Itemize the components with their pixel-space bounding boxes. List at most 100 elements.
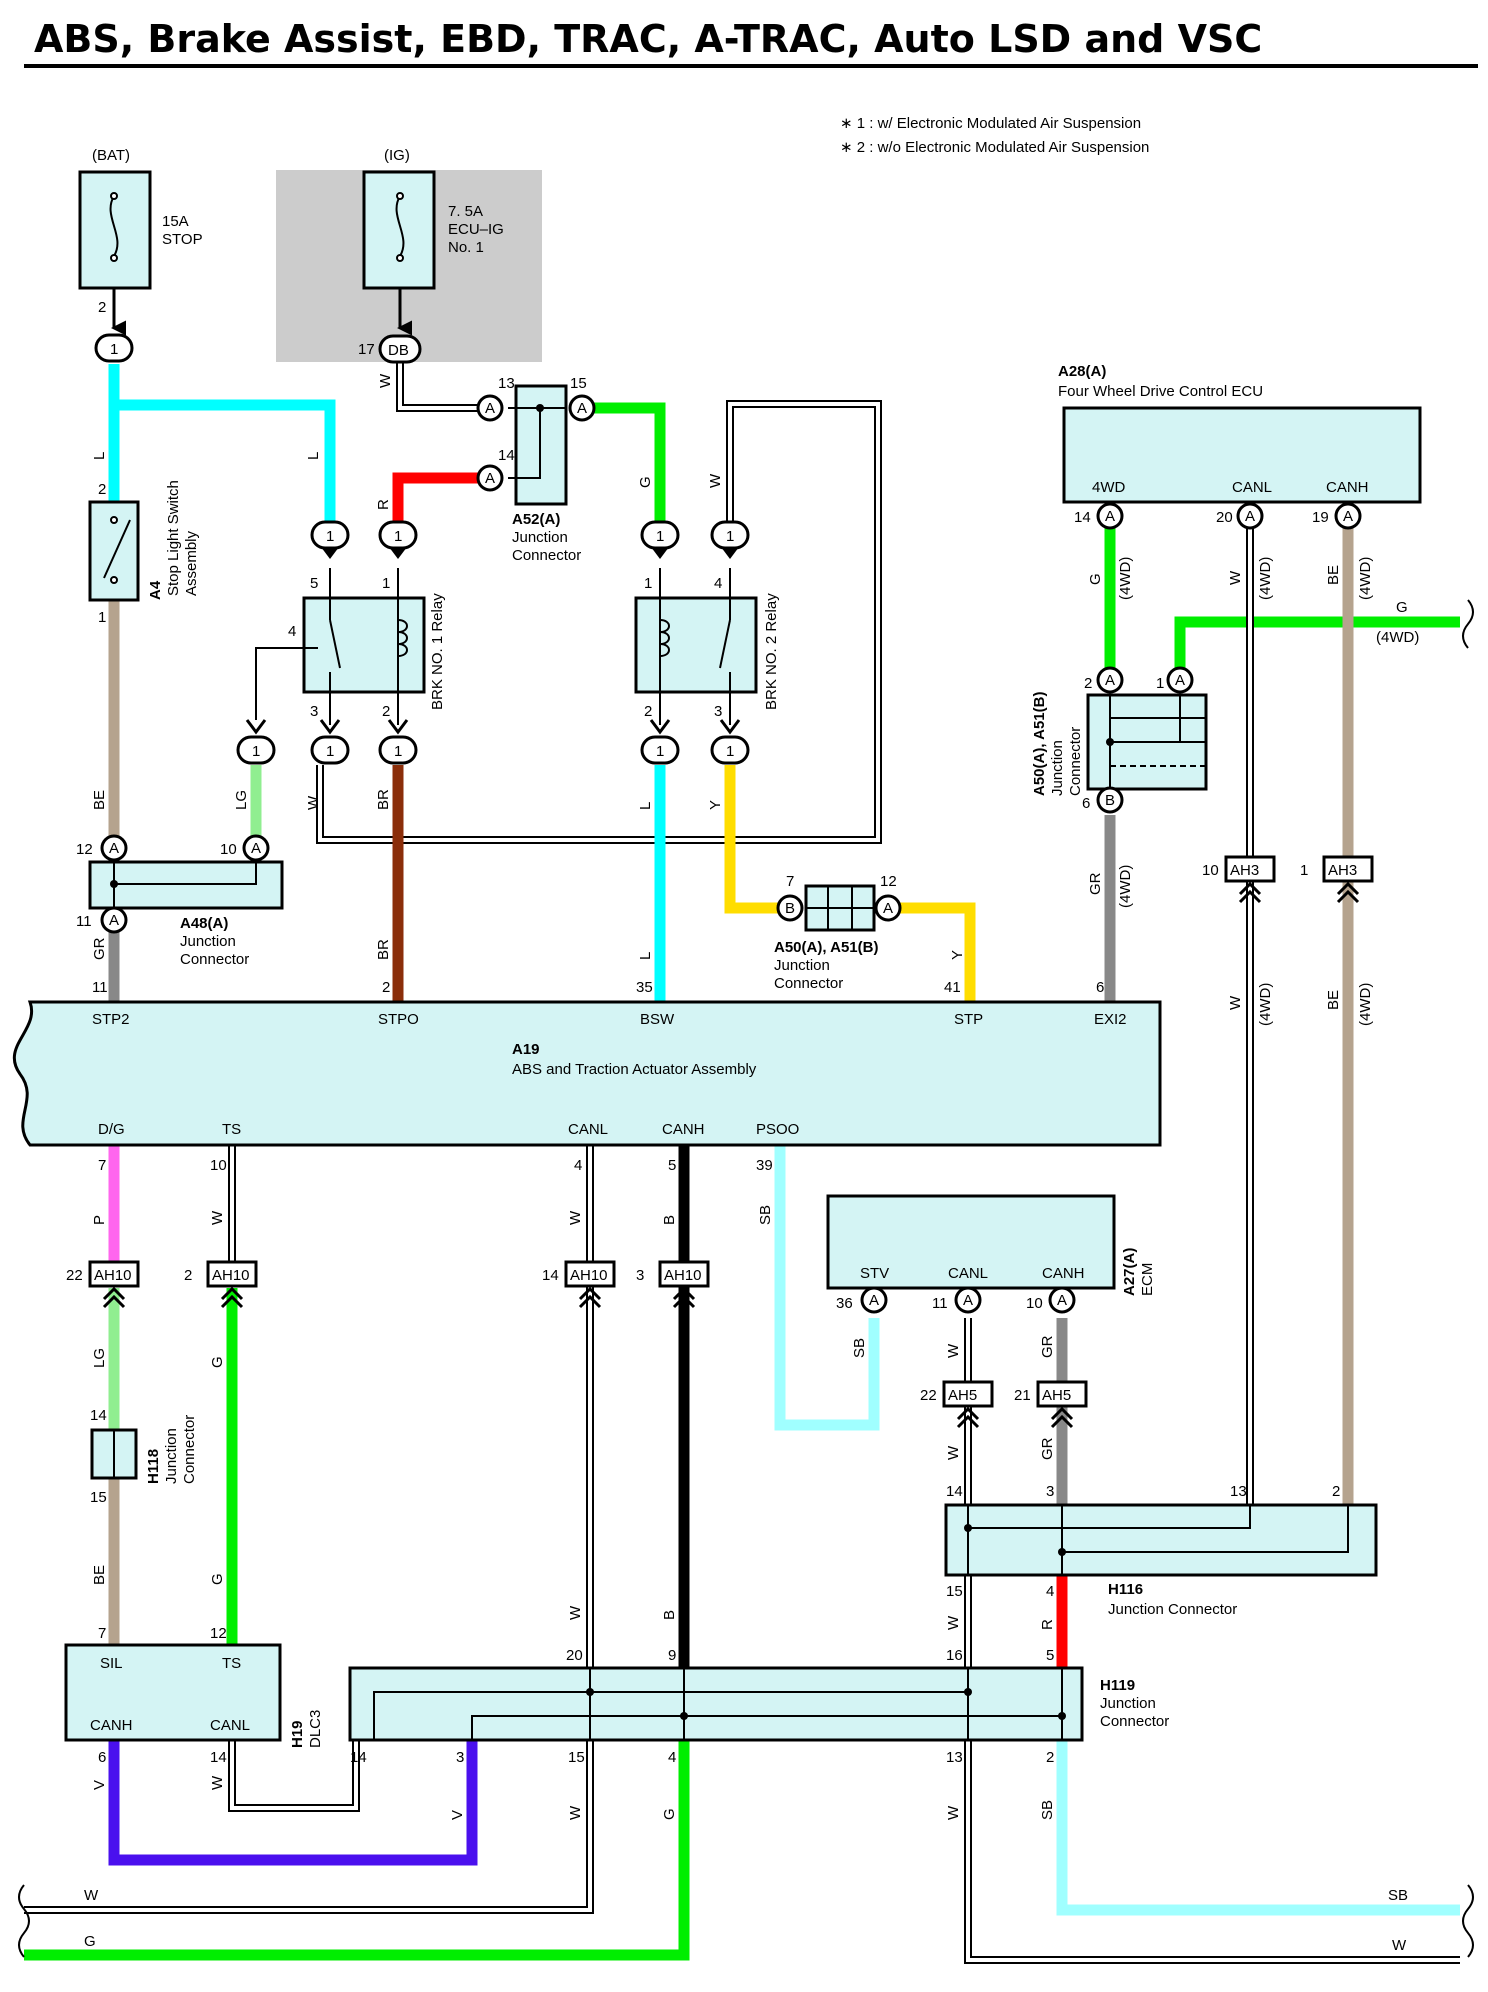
- wire-label-g: G: [1396, 599, 1408, 616]
- connector-label: AH5: [948, 1387, 977, 1404]
- wire-label-l: L: [91, 452, 108, 460]
- dlc3-num-12: 12: [210, 1625, 227, 1642]
- a52-code: A52(A): [512, 511, 560, 528]
- oval-connector-label: 1: [326, 743, 334, 760]
- a50-a51-junction-right: 2 1 6 A50(A), A51(B) Junction Connector: [1031, 675, 1208, 812]
- wire-label-w: W: [945, 1343, 962, 1358]
- wire-label-g: G: [637, 476, 654, 488]
- wire-l-bat: [108, 364, 336, 535]
- a4-pin-2: 2: [98, 481, 106, 498]
- pin-circle-a: A: [1236, 502, 1264, 530]
- h119-pin-3: 3: [456, 1749, 464, 1766]
- dlc3-pin-canl: CANL: [210, 1717, 250, 1734]
- a19-code: A19: [512, 1041, 540, 1058]
- ecm-num-10: 10: [1026, 1295, 1043, 1312]
- abs-actuator-a19: STP2 STPO BSW STP EXI2 A19 ABS and Tract…: [12, 979, 1162, 1174]
- a19-pin-canl: CANL: [568, 1121, 608, 1138]
- wire-label-p: P: [91, 1215, 108, 1225]
- pin-circle-a: A: [100, 906, 128, 934]
- wire-label-4wd: (4WD): [1376, 629, 1419, 646]
- h118-code: H118: [145, 1449, 162, 1484]
- connector-pin: 22: [920, 1387, 937, 1404]
- arrow-icon: [651, 547, 669, 559]
- wire-label-w: W: [305, 795, 322, 810]
- dlc3-pin-sil: SIL: [100, 1655, 123, 1672]
- fuse-ig-box: [362, 170, 436, 290]
- double-chevron-icon: [672, 1286, 696, 1309]
- ecm-num-36: 36: [836, 1295, 853, 1312]
- h116-pin-3: 3: [1046, 1483, 1054, 1500]
- h119-pin-2: 2: [1046, 1749, 1054, 1766]
- a50m-pin-7: 7: [786, 873, 794, 890]
- a19-num-41: 41: [944, 979, 961, 996]
- pin-circle-a: A: [476, 464, 504, 492]
- pin-circle-label: A: [883, 900, 893, 917]
- relay1-pin-4: 4: [288, 623, 296, 640]
- a19-box: [12, 1000, 1162, 1147]
- a4-name1: Stop Light Switch: [165, 480, 182, 596]
- a50r-code: A50(A), A51(B): [1031, 692, 1048, 796]
- h116-pin-13: 13: [1230, 1483, 1247, 1500]
- connector-pin: 21: [1014, 1387, 1031, 1404]
- a50r-pin-6: 6: [1082, 795, 1090, 812]
- oval-connector-label: 1: [394, 743, 402, 760]
- h116-pin-2: 2: [1332, 1483, 1340, 1500]
- wire-label-y: Y: [949, 950, 966, 960]
- fuse-ig: (IG) 7. 5A ECU–IG No. 1 17 DB: [358, 147, 504, 364]
- page-title: ABS, Brake Assist, EBD, TRAC, A-TRAC, Au…: [34, 17, 1262, 61]
- a19-num-4: 4: [574, 1157, 582, 1174]
- wire-g-4wd-out: [1174, 616, 1460, 680]
- wire-label-g: G: [84, 1933, 96, 1950]
- a19-pin-psoo: PSOO: [756, 1121, 799, 1138]
- wire-label-w: W: [945, 1445, 962, 1460]
- a48-name2: Connector: [180, 951, 249, 968]
- pin-circle-label: A: [1105, 672, 1115, 689]
- a52-pin-15: 15: [570, 375, 587, 392]
- connector-pin: 3: [636, 1267, 644, 1284]
- oval-connector-label: 1: [726, 743, 734, 760]
- h119-pin-16: 16: [946, 1647, 963, 1664]
- a50m-name2: Connector: [774, 975, 843, 992]
- note-1: ∗ 1 : w/ Electronic Modulated Air Suspen…: [840, 115, 1141, 132]
- a19-num-2: 2: [382, 979, 390, 996]
- wire-label-l: L: [305, 452, 322, 460]
- wire-w-bottom-right-outer: [964, 1740, 1460, 1964]
- connector-db-label: DB: [388, 342, 409, 359]
- a19-num-11: 11: [92, 979, 108, 996]
- wire-label-w: W: [945, 1805, 962, 1820]
- a28-pin-20: 20: [1216, 509, 1233, 526]
- fuse-ig-name1: ECU–IG: [448, 221, 504, 238]
- oval-connector-1: 1: [640, 520, 680, 559]
- wire-w-bottom-left: [24, 1740, 592, 1912]
- wire-label-gr: GR: [1087, 872, 1104, 895]
- pin-circle-a: A: [874, 894, 902, 922]
- h116-code: H116: [1108, 1581, 1143, 1598]
- h116-name: Junction Connector: [1108, 1601, 1237, 1618]
- oval-connector-1: 1: [94, 333, 134, 363]
- a4-name2: Assembly: [183, 530, 200, 596]
- relay2-pin-4: 4: [714, 575, 722, 592]
- wire-label-w: W: [567, 1805, 584, 1820]
- oval-connector-label: 1: [726, 528, 734, 545]
- pin-circle-a: A: [242, 834, 270, 862]
- wire-label-w: W: [209, 1210, 226, 1225]
- wire-w-bottom-right: [966, 1740, 1460, 1962]
- wire-label-be: BE: [91, 1565, 108, 1585]
- ecm-name: ECM: [1139, 1263, 1156, 1296]
- wire-label-br: BR: [375, 789, 392, 810]
- a4-code: A4: [147, 580, 164, 600]
- wire-label-lg: LG: [233, 790, 250, 810]
- oval-connector-1: 1: [378, 719, 418, 765]
- oval-connector-label: 1: [326, 528, 334, 545]
- a50r-name1: Junction: [1049, 740, 1066, 796]
- fuse-bat-pin: 2: [98, 299, 106, 316]
- fuse-ig-source: (IG): [384, 147, 410, 164]
